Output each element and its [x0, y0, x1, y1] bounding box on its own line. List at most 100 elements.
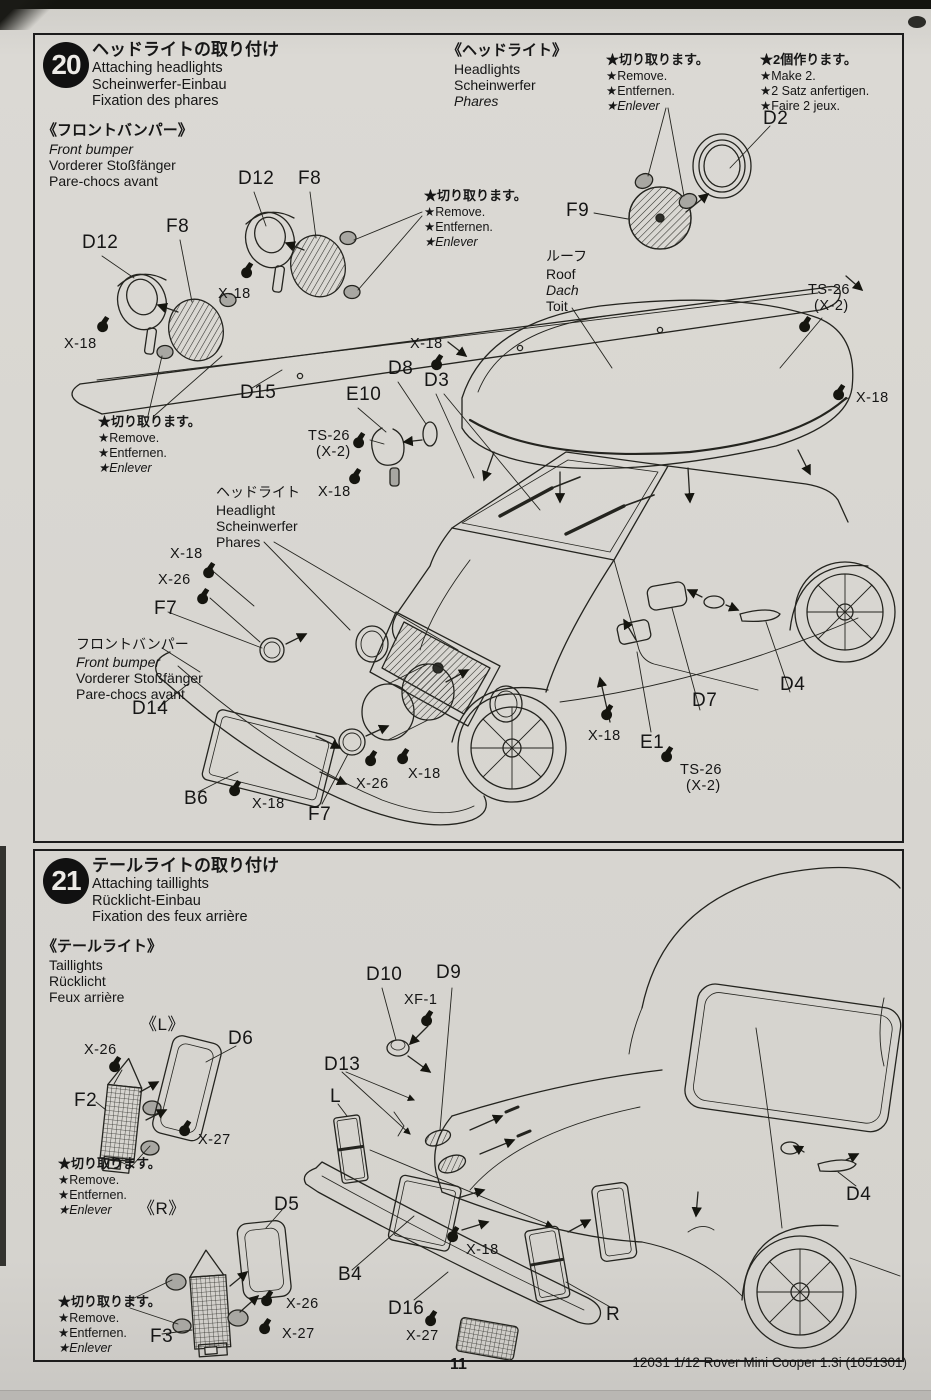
remove-note-1: ★切り取ります。 ★Remove. ★Entfernen. ★Enlever [606, 52, 709, 114]
step-21-title-ja: テールライトの取り付け [92, 856, 279, 875]
step-20-title-ja: ヘッドライトの取り付け [92, 40, 279, 59]
headlight-label-block: ヘッドライト Headlight Scheinwerfer Phares [216, 484, 300, 550]
paint-marker-icon [353, 432, 366, 449]
position-label-r: R [606, 1304, 621, 1325]
paint-label-x26: X-26 [158, 572, 191, 588]
front-bumper-group-label: 《フロントバンパー》 Front bumper Vorderer Stoßfän… [42, 122, 193, 190]
step-20-panel [33, 33, 904, 843]
make-two-note: ★2個作ります。 ★Make 2. ★2 Satz anfertigen. ★F… [760, 52, 870, 114]
part-label-d10: D10 [366, 964, 403, 985]
part-label-d15: D15 [240, 382, 277, 403]
scan-edge-bottom [0, 1390, 931, 1400]
part-label-d9: D9 [436, 962, 462, 983]
part-label-f3: F3 [150, 1326, 174, 1347]
paint-marker-icon [261, 1290, 274, 1307]
part-label-b6: B6 [184, 788, 209, 809]
front-bumper-label-block: フロントバンパー Front bumper Vorderer Stoßfänge… [76, 636, 203, 702]
paint-label-x18: X-18 [218, 286, 251, 302]
step-21-title-block: テールライトの取り付け Attaching taillights Rücklic… [92, 856, 279, 926]
step-20-badge: 20 [43, 42, 89, 88]
paint-label-x18: X-18 [466, 1242, 499, 1258]
position-label-l: L [330, 1086, 342, 1107]
paint-marker-icon [397, 748, 410, 765]
step-21-title-fr: Fixation des feux arrière [92, 909, 248, 926]
paint-marker-icon [799, 316, 812, 333]
part-label-d8: D8 [388, 358, 414, 379]
page-number: 11 [450, 1356, 467, 1373]
paint-marker-icon [425, 1310, 438, 1327]
kit-credit-line: 12031 1/12 Rover Mini Cooper 1.3i (10513… [632, 1355, 907, 1370]
part-label-d4: D4 [846, 1184, 872, 1205]
paint-marker-icon [179, 1120, 192, 1137]
part-label-d7: D7 [692, 690, 718, 711]
paint-label-x27: X-27 [198, 1132, 231, 1148]
part-label-d2: D2 [763, 108, 789, 129]
scan-edge-left [0, 846, 6, 1266]
step-20-number: 20 [51, 49, 81, 80]
part-label-d12: D12 [238, 168, 275, 189]
paint-label-ts26-qty: (X-2) [316, 444, 351, 460]
remove-note-2: ★切り取ります。 ★Remove. ★Entfernen. ★Enlever [424, 188, 527, 250]
step-21-title-de: Rücklicht-Einbau [92, 892, 201, 909]
paint-marker-icon [109, 1056, 122, 1073]
step-20-title-block: ヘッドライトの取り付け Attaching headlights Scheinw… [92, 40, 279, 110]
part-label-e1: E1 [640, 732, 665, 753]
part-label-f9: F9 [566, 200, 590, 221]
part-label-d16: D16 [388, 1298, 425, 1319]
part-label-d4: D4 [780, 674, 806, 695]
step-20-title-en: Attaching headlights [92, 60, 223, 77]
side-label-right: 《R》 [138, 1199, 186, 1218]
paint-label-x18: X-18 [408, 766, 441, 782]
remove-note-3: ★切り取ります。 ★Remove. ★Entfernen. ★Enlever [98, 414, 201, 476]
paint-label-x18: X-18 [856, 390, 889, 406]
paint-marker-icon [203, 562, 216, 579]
step-21-panel [33, 849, 904, 1362]
taillights-group-label: 《テールライト》 Taillights Rücklicht Feux arriè… [42, 938, 163, 1006]
paint-label-x26: X-26 [286, 1296, 319, 1312]
paint-marker-icon [259, 1318, 272, 1335]
paint-label-x18: X-18 [170, 546, 203, 562]
part-label-d14: D14 [132, 698, 169, 719]
step-20-title-fr: Fixation des phares [92, 93, 219, 110]
remove-note-4: ★切り取ります。 ★Remove. ★Entfernen. ★Enlever [58, 1156, 161, 1218]
part-label-d5: D5 [274, 1194, 300, 1215]
step-21-badge: 21 [43, 858, 89, 904]
paint-label-x26: X-26 [356, 776, 389, 792]
side-label-left: 《L》 [140, 1015, 185, 1034]
paint-marker-icon [601, 704, 614, 721]
paint-marker-icon [431, 354, 444, 371]
paint-label-ts26: TS-26 [680, 762, 722, 778]
paint-label-x18: X-18 [410, 336, 443, 352]
headlights-group-label: 《ヘッドライト》 Headlights Scheinwerfer Phares [447, 42, 568, 110]
remove-note-5: ★切り取ります。 ★Remove. ★Entfernen. ★Enlever [58, 1294, 161, 1356]
paint-marker-icon [421, 1010, 434, 1027]
paint-label-xf1: XF-1 [404, 992, 438, 1008]
step-20-title-de: Scheinwerfer-Einbau [92, 76, 227, 93]
roof-label-block: ルーフ Roof Dach Toit [546, 248, 588, 314]
part-label-f8: F8 [166, 216, 190, 237]
paint-marker-icon [349, 468, 362, 485]
paint-marker-icon [197, 588, 210, 605]
scan-speck [908, 16, 926, 28]
paint-label-x26: X-26 [84, 1042, 117, 1058]
part-label-d3: D3 [424, 370, 450, 391]
step-21-title-en: Attaching taillights [92, 876, 209, 893]
part-label-f2: F2 [74, 1090, 98, 1111]
paint-label-x18: X-18 [252, 796, 285, 812]
paint-label-ts26-qty: (X-2) [686, 778, 721, 794]
paint-label-ts26-qty: (X-2) [814, 298, 849, 314]
scan-edge-top [0, 0, 931, 9]
paint-marker-icon [365, 750, 378, 767]
scan-edge-corner [0, 0, 70, 30]
paint-label-x18: X-18 [588, 728, 621, 744]
paint-label-x18: X-18 [318, 484, 351, 500]
paint-marker-icon [229, 780, 242, 797]
step-21-number: 21 [51, 865, 81, 896]
part-label-d12: D12 [82, 232, 119, 253]
paint-marker-icon [833, 384, 846, 401]
part-label-f7: F7 [308, 804, 332, 825]
part-label-f8: F8 [298, 168, 322, 189]
paint-label-x27: X-27 [282, 1326, 315, 1342]
paint-marker-icon [97, 316, 110, 333]
